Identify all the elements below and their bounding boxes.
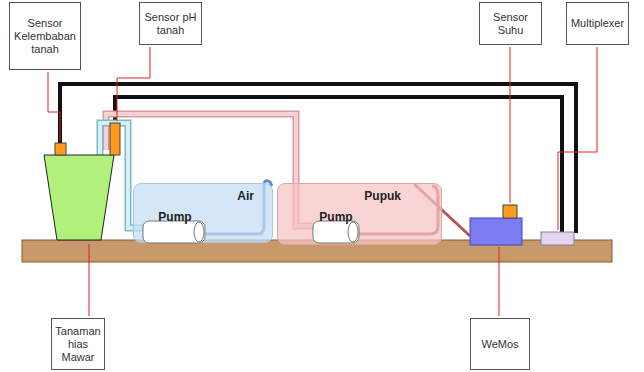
pump: Pump (142, 205, 208, 245)
node-label: Sensor Suhu (482, 11, 539, 37)
node-label: Tanaman hias Mawar (54, 325, 102, 364)
node-label: Pupuk (364, 189, 401, 203)
leader-line (499, 247, 500, 316)
leader-line (117, 47, 150, 121)
fertilizer-tank: PupukPump (277, 183, 442, 245)
water-tank: AirPump (133, 183, 273, 243)
node-label: Pump (142, 210, 208, 224)
ph-sensor (110, 123, 120, 155)
wemos-board (470, 218, 522, 245)
pump: Pump (312, 205, 360, 245)
plant-pot (44, 155, 114, 240)
callout-box: WeMos (470, 318, 530, 370)
node-label: WeMos (481, 338, 518, 351)
node-label: Air (237, 189, 254, 203)
node-label: Multiplexer (571, 17, 624, 30)
callout-box: Tanaman hias Mawar (51, 318, 105, 370)
callout-box: Sensor Kelembaban tanah (9, 2, 81, 70)
moisture-sensor (55, 143, 66, 155)
node-label: Pump (312, 210, 360, 224)
callout-box: Sensor Suhu (479, 2, 542, 45)
temperature-sensor (503, 205, 517, 218)
leader-line (510, 47, 511, 203)
node-label: Sensor Kelembaban tanah (12, 17, 78, 56)
multiplexer-chip (541, 232, 574, 245)
callout-box: Sensor pH tanah (139, 2, 202, 45)
leader-line (89, 244, 90, 316)
node-label: Sensor pH tanah (142, 11, 199, 37)
callout-box: Multiplexer (566, 2, 629, 45)
leader-line (48, 72, 60, 141)
leader-line (558, 47, 597, 230)
